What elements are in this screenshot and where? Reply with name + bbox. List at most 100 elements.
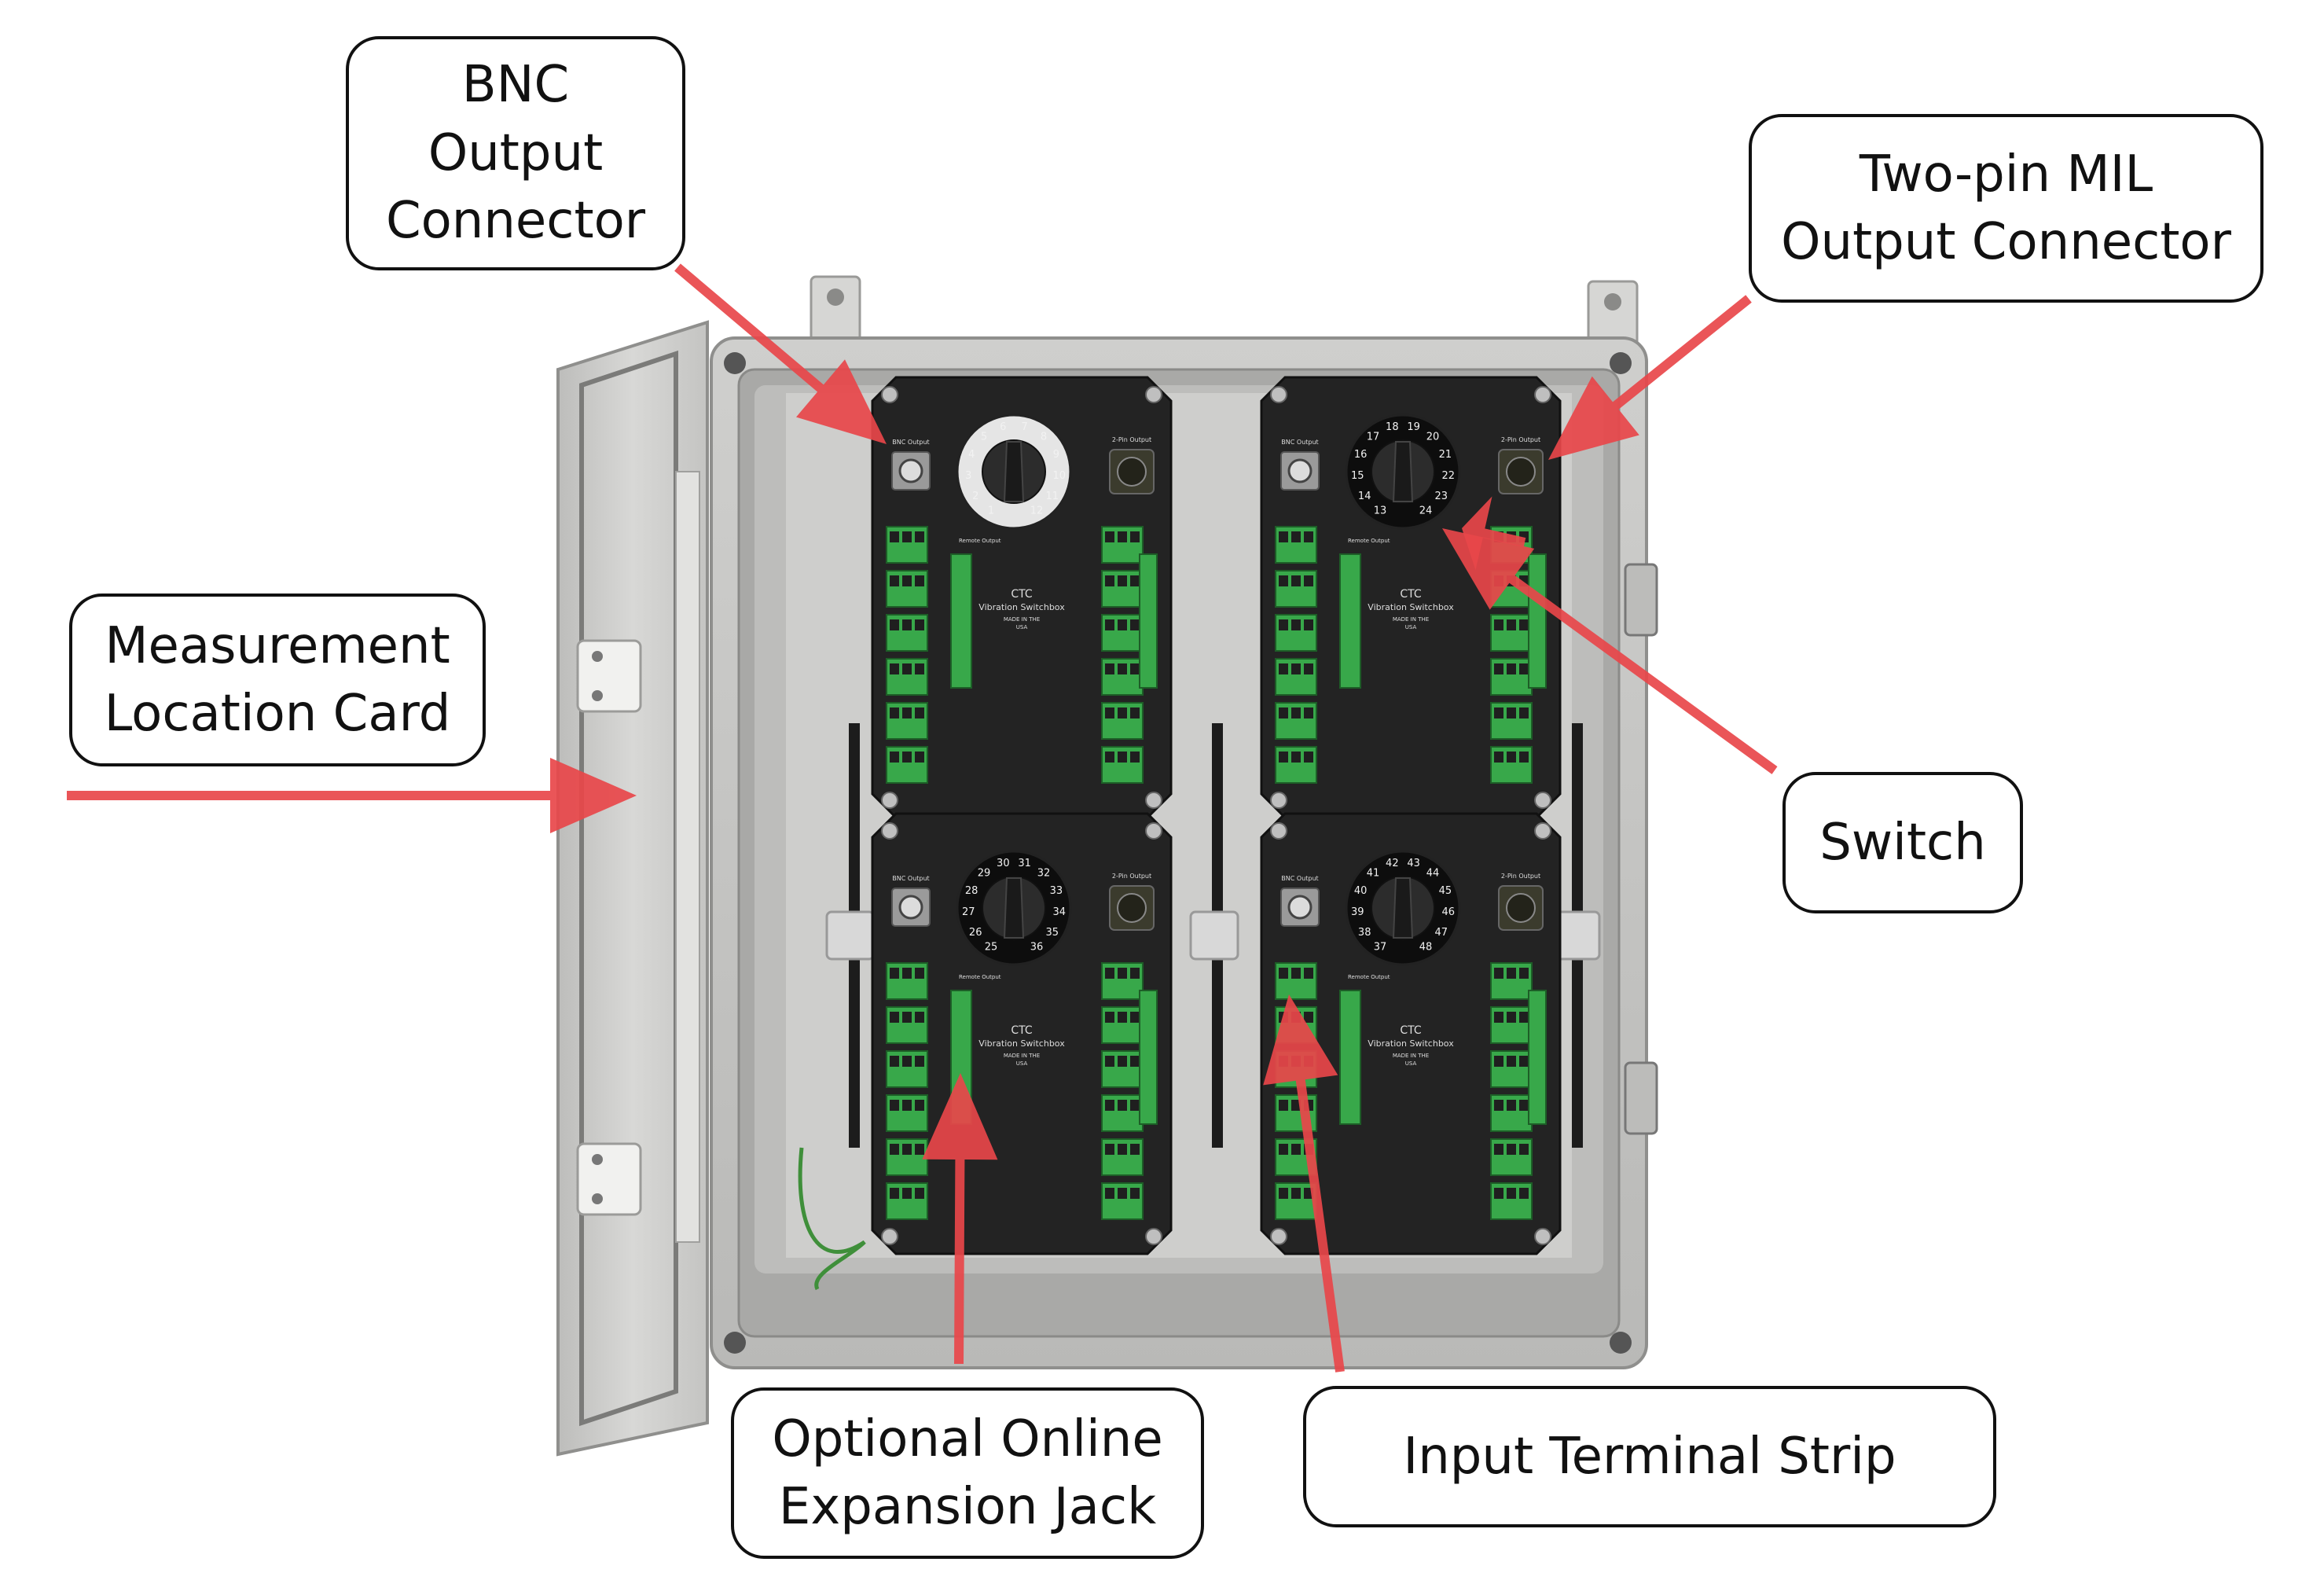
terminal-screw-slot-icon [1279, 663, 1288, 674]
terminal-screw-slot-icon [1279, 1144, 1288, 1155]
dial-number: 18 [1386, 421, 1399, 433]
rotary-knob-pointer-icon [1003, 441, 1025, 502]
terminal-screw-slot-icon [915, 752, 924, 763]
ground-wire [798, 1147, 866, 1291]
terminal-screw-slot-icon [890, 1100, 899, 1111]
dial-number: 25 [985, 942, 998, 954]
mil-connector-socket-icon [1117, 457, 1147, 487]
terminal-screw-slot-icon [1507, 1056, 1516, 1067]
screw-icon [1270, 822, 1287, 840]
terminal-screw-slot-icon [915, 663, 924, 674]
bnc-connector-socket-icon [1287, 458, 1313, 483]
dial-number: 27 [962, 906, 975, 918]
terminal-screw-slot-icon [1507, 663, 1516, 674]
remote-output-strip [1528, 553, 1547, 689]
terminal-screw-slot-icon [890, 707, 899, 718]
terminal-screw-slot-icon [902, 968, 912, 979]
terminal-screw-slot-icon [1291, 968, 1301, 979]
terminal-screw-slot-icon [915, 1144, 924, 1155]
terminal-screw-slot-icon [1118, 663, 1127, 674]
dial-number: 19 [1407, 421, 1420, 433]
callout-bnc-output-connector: BNC Output Connector [346, 36, 685, 270]
terminal-screw-slot-icon [890, 968, 899, 979]
terminal-screw-slot-icon [1105, 752, 1114, 763]
expansion-jack-strip [1339, 553, 1361, 689]
callout-text-line: Measurement [105, 616, 450, 675]
callout-two-pin-mil-output-connector: Two-pin MIL Output Connector [1749, 114, 2263, 303]
terminal-screw-slot-icon [1105, 707, 1114, 718]
dial-number: 12 [1030, 505, 1044, 517]
bnc-output-label: BNC Output [1281, 439, 1318, 446]
remote-output-label: Remote Output [1348, 538, 1390, 544]
callout-switch: Switch [1782, 772, 2023, 913]
terminal-screw-slot-icon [1130, 1100, 1140, 1111]
screw-icon [1534, 386, 1551, 403]
terminal-screw-slot-icon [902, 1144, 912, 1155]
callout-text-line: Location Card [104, 685, 451, 743]
dial-number: 23 [1435, 491, 1448, 502]
remote-output-strip [1528, 990, 1547, 1125]
door-bracket-top [576, 639, 642, 713]
terminal-screw-slot-icon [915, 1188, 924, 1199]
dial-number: 33 [1050, 885, 1063, 897]
dial-number: 13 [1374, 505, 1387, 517]
dial-number: 31 [1018, 858, 1031, 869]
bnc-output-label: BNC Output [892, 875, 929, 882]
terminal-screw-slot-icon [1279, 619, 1288, 630]
terminal-screw-slot-icon [1130, 1012, 1140, 1023]
terminal-screw-slot-icon [1130, 619, 1140, 630]
terminal-screw-slot-icon [902, 1188, 912, 1199]
terminal-screw-slot-icon [1304, 619, 1313, 630]
terminal-screw-slot-icon [1519, 968, 1529, 979]
terminal-screw-slot-icon [1304, 1012, 1313, 1023]
dial-number: 32 [1037, 868, 1051, 880]
dial-number: 45 [1439, 885, 1452, 897]
screw-icon [881, 1228, 898, 1245]
terminal-screw-slot-icon [1291, 575, 1301, 586]
terminal-screw-slot-icon [890, 752, 899, 763]
dial-number: 7 [1022, 421, 1028, 433]
dial-number: 14 [1358, 491, 1371, 502]
terminal-screw-slot-icon [915, 968, 924, 979]
dial-number: 20 [1426, 432, 1440, 443]
terminal-screw-slot-icon [1494, 968, 1503, 979]
dial-number: 41 [1367, 868, 1380, 880]
terminal-screw-slot-icon [1130, 707, 1140, 718]
terminal-screw-slot-icon [1507, 619, 1516, 630]
terminal-screw-slot-icon [1507, 1144, 1516, 1155]
arrow-switch [1442, 528, 1778, 774]
dial-number: 17 [1367, 432, 1380, 443]
dial-number: 1 [988, 505, 994, 517]
terminal-screw-slot-icon [1118, 752, 1127, 763]
brand-logo-text: CTC [1400, 588, 1422, 601]
callout-text-line: Two-pin MIL [1859, 145, 2153, 204]
remote-output-strip [1139, 990, 1158, 1125]
dial-number: 11 [1046, 491, 1059, 502]
terminal-screw-slot-icon [1507, 752, 1516, 763]
terminal-screw-slot-icon [1105, 619, 1114, 630]
arrow-input-terminal-strip [1263, 994, 1345, 1373]
terminal-screw-slot-icon [1519, 1056, 1529, 1067]
callout-measurement-location-card: Measurement Location Card [69, 594, 486, 766]
terminal-screw-slot-icon [1507, 968, 1516, 979]
terminal-screw-slot-icon [1279, 575, 1288, 586]
terminal-screw-slot-icon [1304, 663, 1313, 674]
terminal-screw-slot-icon [1130, 1188, 1140, 1199]
terminal-screw-slot-icon [902, 1056, 912, 1067]
mounting-tab-left [810, 275, 861, 349]
product-name-text: Vibration Switchbox [978, 1038, 1065, 1049]
terminal-screw-slot-icon [890, 1012, 899, 1023]
terminal-screw-slot-icon [902, 663, 912, 674]
terminal-screw-slot-icon [1279, 752, 1288, 763]
callout-text-line: BNC [461, 56, 570, 115]
origin-line-text: MADE IN THE [1004, 1053, 1040, 1059]
terminal-screw-slot-icon [902, 707, 912, 718]
terminal-screw-slot-icon [915, 619, 924, 630]
expansion-jack-strip [950, 553, 972, 689]
dial-number: 3 [965, 470, 971, 482]
screw-icon [1145, 792, 1162, 809]
brand-logo-text: CTC [1400, 1024, 1422, 1037]
callout-text-line: Switch [1819, 813, 1986, 872]
terminal-screw-slot-icon [890, 1144, 899, 1155]
terminal-screw-slot-icon [1519, 1188, 1529, 1199]
